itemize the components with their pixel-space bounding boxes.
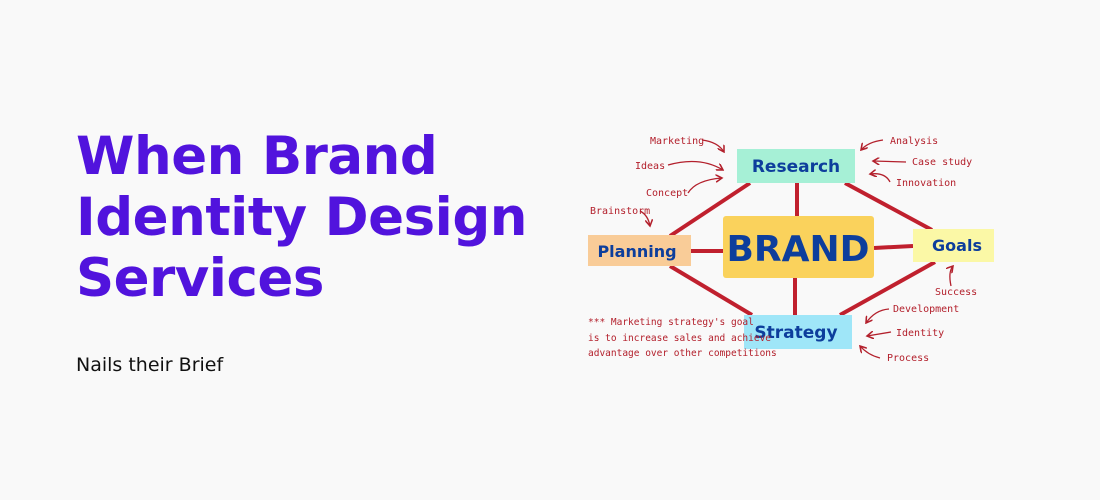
annotation-brainstorm: Brainstorm — [590, 206, 650, 217]
node-label: Planning — [597, 242, 676, 261]
footnote-line: advantage over other competitions — [588, 348, 777, 359]
annotation-identity: Identity — [896, 328, 944, 339]
title-line: Identity Design — [76, 187, 528, 248]
annotation-innovation: Innovation — [896, 178, 956, 189]
node-brand: BRAND — [723, 216, 874, 278]
annotation-concept: Concept — [646, 188, 688, 199]
annotation-marketing: Marketing — [650, 136, 704, 147]
annotation-process: Process — [887, 353, 929, 364]
title-line: Services — [76, 248, 324, 309]
annotation-development: Development — [893, 304, 959, 315]
annotation-success: Success — [935, 287, 977, 298]
node-label: Strategy — [754, 323, 837, 343]
node-strategy: Strategy — [744, 315, 852, 349]
title-line: When Brand — [76, 126, 438, 187]
node-label: Research — [752, 157, 840, 177]
node-label: BRAND — [726, 229, 869, 270]
node-research: Research — [737, 149, 855, 183]
annotation-case-study: Case study — [912, 157, 972, 168]
node-label: Goals — [932, 236, 982, 255]
footnote-line: *** Marketing strategy's goal — [588, 317, 754, 328]
node-goals: Goals — [913, 229, 994, 262]
hero-title: When Brand Identity Design Services — [76, 126, 528, 309]
hero-subtitle: Nails their Brief — [76, 354, 224, 376]
footnote-line: is to increase sales and achieve — [588, 333, 771, 344]
connector-lines — [668, 181, 936, 317]
annotation-ideas: Ideas — [635, 161, 665, 172]
node-planning: Planning — [588, 235, 691, 266]
annotation-analysis: Analysis — [890, 136, 938, 147]
arrows — [639, 139, 953, 359]
annotations: Marketing Ideas Concept Analysis Case st… — [588, 136, 977, 364]
